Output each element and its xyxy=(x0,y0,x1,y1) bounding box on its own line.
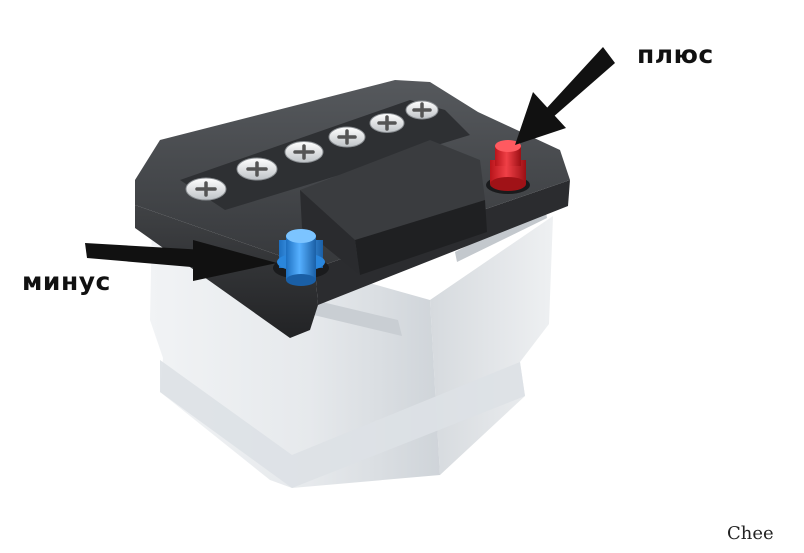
plus-cap-icon xyxy=(369,113,405,133)
watermark-text: Chee xyxy=(727,523,774,544)
negative-terminal xyxy=(273,229,329,286)
plus-cap-icon xyxy=(284,141,324,163)
positive-terminal xyxy=(486,140,530,194)
lid-center-block xyxy=(300,140,485,240)
case-bottom-rim xyxy=(160,360,525,488)
vent-caps xyxy=(185,100,439,201)
plus-cap-icon xyxy=(405,100,439,120)
lid-center-block-front xyxy=(300,190,360,275)
plus-cap-icon xyxy=(328,126,366,148)
positive-label: плюс xyxy=(637,40,714,69)
plus-cap-icon xyxy=(236,157,278,181)
plus-cap-icon xyxy=(185,177,227,201)
negative-label: минус xyxy=(22,267,111,296)
lid-center-block-edge xyxy=(355,200,487,275)
pointer-arrow-icon xyxy=(85,240,277,281)
pointer-arrow-icon xyxy=(515,47,615,145)
case-right-side xyxy=(430,216,553,475)
